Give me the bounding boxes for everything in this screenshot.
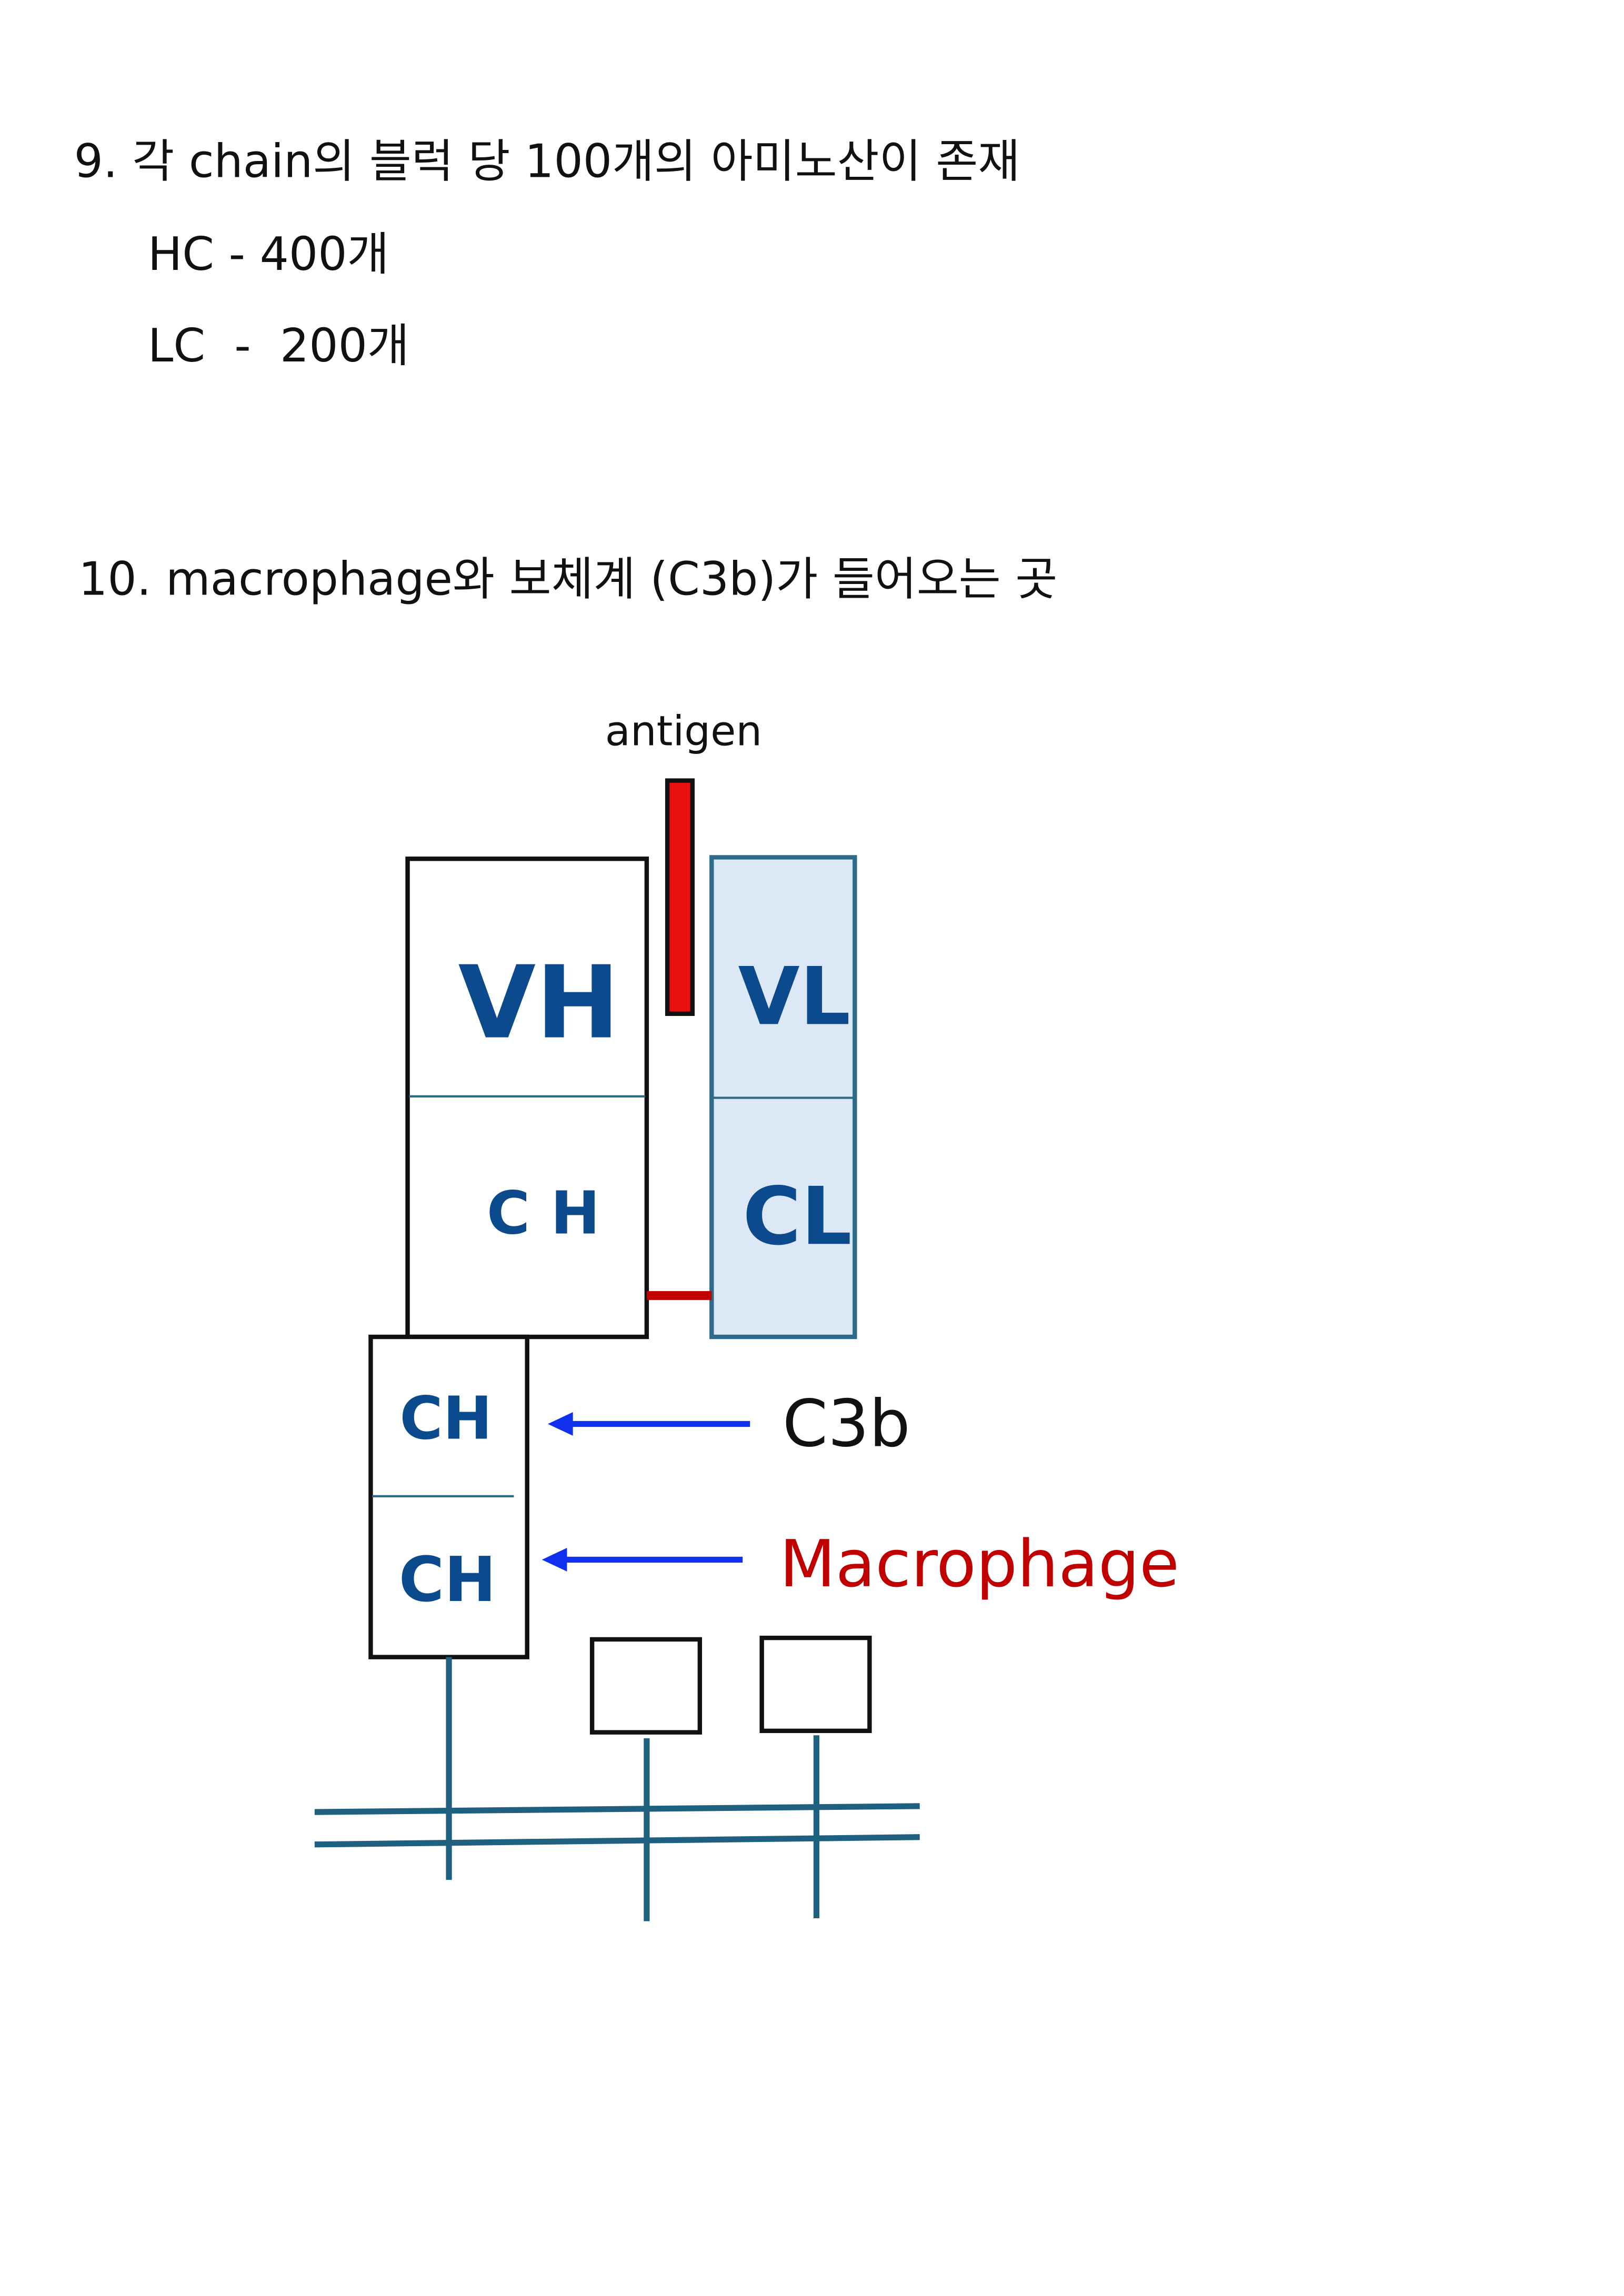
antigen-label: antigen: [605, 707, 762, 755]
antigen-bar: [665, 778, 695, 1016]
cell-membrane: [314, 1657, 920, 1921]
c3b-arrow-icon: [547, 1412, 750, 1436]
ch-low-label: CH: [399, 1544, 496, 1616]
receptor-box-2: [759, 1635, 872, 1734]
cl-label: CL: [743, 1170, 852, 1263]
ch-mid-label: CH: [399, 1385, 492, 1453]
macrophage-label: Macrophage: [779, 1526, 1179, 1602]
item9-title: 9. 각 chain의 블럭 당 100개의 아미노산이 존재: [74, 135, 1020, 188]
item9-lc: LC - 200개: [148, 319, 409, 372]
item10-title: 10. macrophage와 보체계 (C3b)가 들어오는 곳: [78, 552, 1057, 606]
item9-hc: HC - 400개: [148, 227, 389, 281]
macrophage-arrow-icon: [542, 1548, 743, 1572]
vl-label: VL: [738, 950, 850, 1043]
antibody-diagram: antigen VH C H VL CL CH CH C3b Macrophag…: [314, 707, 1179, 1921]
heavy-chain-fab-box: [405, 857, 649, 1340]
ch-upper-label: C H: [487, 1180, 600, 1248]
c3b-label: C3b: [783, 1386, 910, 1462]
receptor-box-1: [589, 1637, 703, 1735]
vh-label: VH: [458, 944, 620, 1061]
